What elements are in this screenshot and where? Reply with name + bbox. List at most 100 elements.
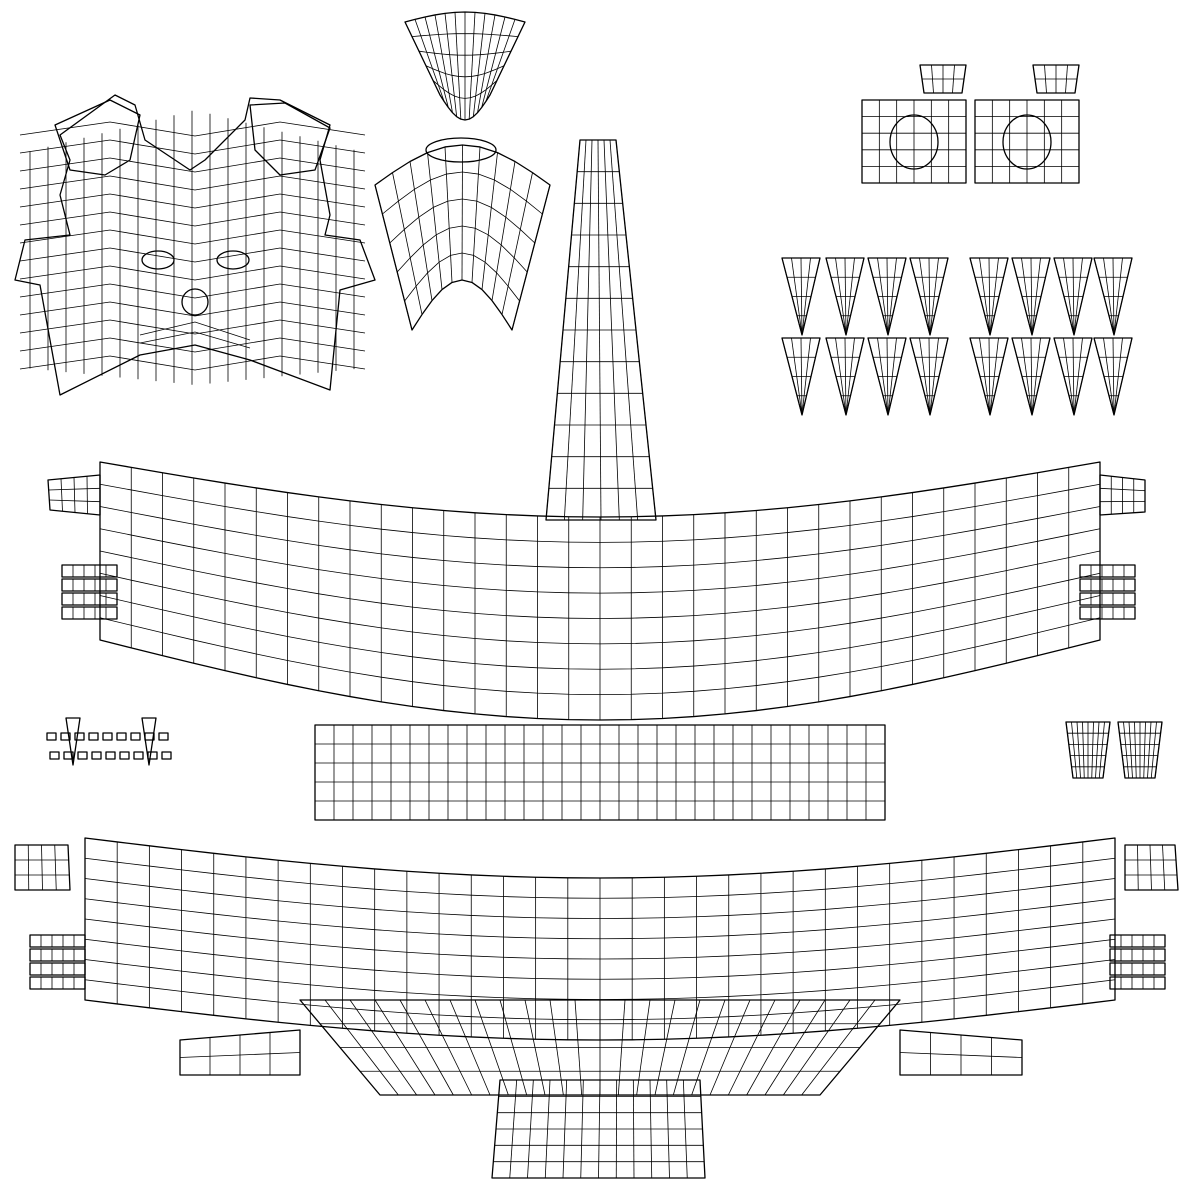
claw-1-6: [1053, 337, 1093, 416]
right-hind-heel: [899, 1029, 1023, 1076]
hips-panel-outline: [299, 999, 901, 1096]
small-fang-right: [141, 717, 157, 766]
hood-mesh: [404, 11, 526, 121]
right-hind-heel-outline: [899, 1029, 1023, 1076]
hind-left-paw-toe: [29, 934, 86, 948]
front-right-claw-tip-outline: [1099, 474, 1146, 516]
small-part: [161, 751, 172, 760]
hind-right-claw-tip: [1124, 844, 1179, 891]
claw-1-2: [867, 337, 907, 416]
hind-right-paw-toe-outline: [1109, 948, 1166, 962]
right-eye-panel-socket: [1002, 114, 1052, 170]
claw-0-6: [1053, 257, 1093, 336]
hind-legs-band-outline: [84, 837, 1116, 1041]
right-ear-flap: [249, 102, 331, 176]
left-eye-panel-socket: [889, 114, 939, 170]
left-eye-panel: [861, 99, 967, 184]
front-left-paw: [61, 564, 118, 620]
hind-left-paw-toe-outline: [29, 934, 86, 948]
hips-panel: [299, 999, 901, 1096]
neck-mesh: [374, 144, 551, 331]
front-legs-band: [99, 461, 1101, 721]
claw-outline: [1093, 337, 1133, 416]
claw-1-3: [909, 337, 949, 416]
front-legs-band-outline: [99, 461, 1101, 721]
claw-outline: [909, 337, 949, 416]
front-left-paw-toe: [61, 564, 118, 578]
left-eye-panel-lid: [919, 64, 967, 94]
front-right-paw-toe: [1079, 592, 1136, 606]
small-part: [91, 751, 102, 760]
small-part: [46, 732, 57, 741]
left-ear-flap: [54, 99, 141, 176]
left-ear-piece-outline: [1065, 721, 1111, 779]
tail-island: [545, 139, 657, 521]
hind-right-paw-toe: [1109, 962, 1166, 976]
small-part: [77, 751, 88, 760]
hind-right-paw-toe: [1109, 948, 1166, 962]
small-part: [102, 732, 113, 741]
front-left-paw-toe: [61, 592, 118, 606]
claw-outline: [867, 257, 907, 336]
right-eye-panel-lid: [1032, 64, 1080, 94]
hind-right-paw: [1109, 934, 1166, 990]
right-ear-piece: [1117, 721, 1163, 779]
right-nostril: [216, 250, 250, 270]
claw-0-2: [867, 257, 907, 336]
small-part: [63, 751, 74, 760]
claw-outline: [1011, 257, 1051, 336]
left-ear-piece: [1065, 721, 1111, 779]
left-nostril: [141, 250, 175, 270]
claw-0-4: [969, 257, 1009, 336]
claw-outline: [969, 257, 1009, 336]
hind-left-paw-toe-outline: [29, 962, 86, 976]
front-right-paw-toe: [1079, 606, 1136, 620]
front-right-paw-toe-outline: [1079, 606, 1136, 620]
right-ear-piece-outline: [1117, 721, 1163, 779]
front-left-paw-toe-outline: [61, 564, 118, 578]
claw-outline: [909, 257, 949, 336]
claw-1-1: [825, 337, 865, 416]
rump-panel-outline: [491, 1079, 706, 1179]
main-body-island: [14, 461, 1179, 1179]
claw-0-1: [825, 257, 865, 336]
claw-outline: [825, 257, 865, 336]
neck-collar: [425, 137, 497, 163]
front-right-paw: [1079, 564, 1136, 620]
left-eye-panel-lid-outline: [919, 64, 967, 94]
hind-left-paw-toe: [29, 976, 86, 990]
small-part: [105, 751, 116, 760]
claw-outline: [781, 257, 821, 336]
rump-panel: [491, 1079, 706, 1179]
hind-right-paw-toe-outline: [1109, 934, 1166, 948]
front-left-paw-toe-outline: [61, 592, 118, 606]
small-part: [158, 732, 169, 741]
front-right-paw-toe-outline: [1079, 578, 1136, 592]
claw-outline: [1011, 337, 1051, 416]
front-right-paw-toe-outline: [1079, 592, 1136, 606]
hind-right-paw-toe: [1109, 976, 1166, 990]
small-part: [119, 751, 130, 760]
claw-outline: [781, 337, 821, 416]
front-left-claw-tip-outline: [47, 474, 101, 516]
hind-left-paw-toe: [29, 962, 86, 976]
right-eye-panel-outline: [974, 99, 1080, 184]
small-part: [88, 732, 99, 741]
front-right-paw-toe: [1079, 564, 1136, 578]
small-part: [60, 732, 71, 741]
left-hind-heel-outline: [179, 1029, 301, 1076]
front-left-paw-toe: [61, 606, 118, 620]
small-part: [74, 732, 85, 741]
claw-0-5: [1011, 257, 1051, 336]
claw-outline: [825, 337, 865, 416]
face-head-island: [14, 94, 376, 396]
front-left-paw-toe-outline: [61, 606, 118, 620]
hind-right-paw-toe: [1109, 934, 1166, 948]
left-eye-panel-outline: [861, 99, 967, 184]
neck-island: [374, 137, 551, 331]
small-parts-cluster: [46, 717, 172, 766]
small-part: [133, 751, 144, 760]
front-left-paw-toe-outline: [61, 578, 118, 592]
small-part: [116, 732, 127, 741]
